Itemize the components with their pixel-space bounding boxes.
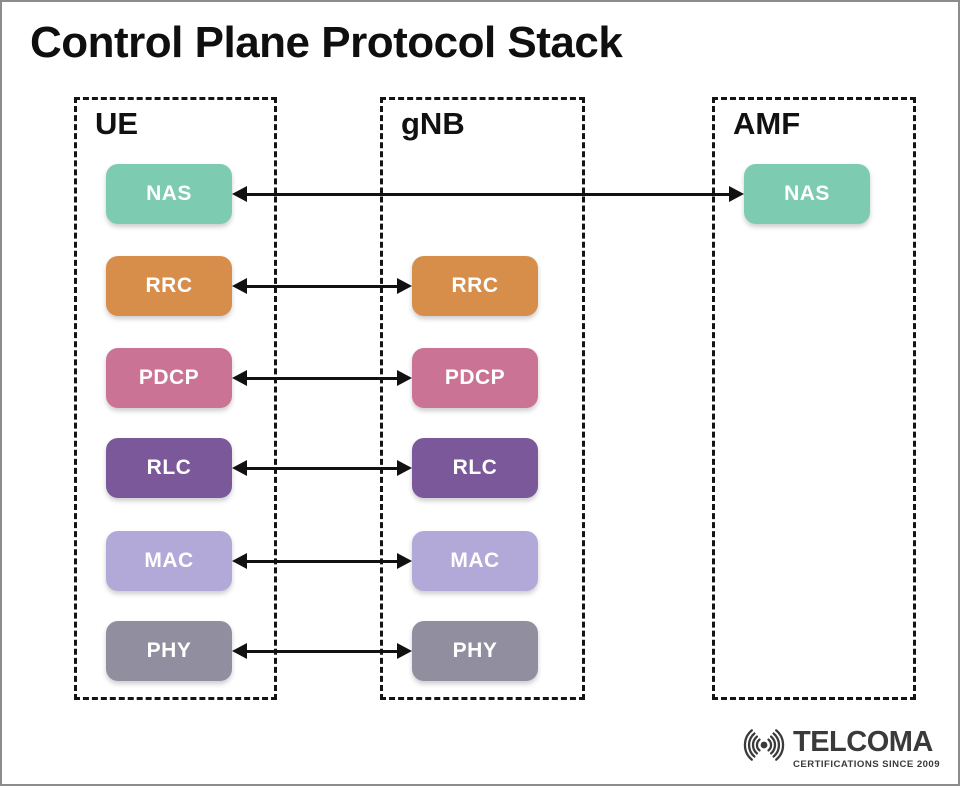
telcoma-logo: TELCOMA CERTIFICATIONS SINCE 2009: [740, 723, 940, 774]
arrow-shaft: [244, 192, 732, 196]
arrow-phy-ue-gnb: [232, 643, 412, 659]
arrow-rlc-ue-gnb: [232, 460, 412, 476]
arrow-shaft: [244, 466, 400, 470]
page-title: Control Plane Protocol Stack: [30, 18, 623, 67]
logo-brand: TELCOMA: [792, 725, 933, 758]
arrow-pdcp-ue-gnb: [232, 370, 412, 386]
arrow-rrc-ue-gnb: [232, 278, 412, 294]
column-amf: AMF: [712, 97, 916, 700]
column-ue: UE: [74, 97, 277, 700]
gnb-rrc-box: RRC: [412, 256, 538, 316]
ue-pdcp-box: PDCP: [106, 348, 232, 408]
arrow-shaft: [244, 649, 400, 653]
ue-nas-box: NAS: [106, 164, 232, 224]
ue-mac-box: MAC: [106, 531, 232, 591]
arrow-shaft: [244, 284, 400, 288]
column-ue-label: UE: [95, 106, 139, 141]
column-gnb-label: gNB: [401, 106, 465, 141]
logo-tagline: CERTIFICATIONS SINCE 2009: [792, 758, 940, 770]
gnb-pdcp-box: PDCP: [412, 348, 538, 408]
ue-rlc-box: RLC: [106, 438, 232, 498]
column-gnb: gNB: [380, 97, 585, 700]
amf-nas-box: NAS: [744, 164, 870, 224]
column-amf-label: AMF: [733, 106, 801, 141]
arrow-nas-ue-amf: [232, 186, 744, 202]
arrow-shaft: [244, 376, 400, 380]
gnb-rlc-box: RLC: [412, 438, 538, 498]
logo-text: TELCOMA CERTIFICATIONS SINCE 2009: [792, 725, 940, 770]
ue-rrc-box: RRC: [106, 256, 232, 316]
arrow-mac-ue-gnb: [232, 553, 412, 569]
radio-waves-icon: [740, 723, 788, 774]
ue-phy-box: PHY: [106, 621, 232, 681]
arrow-shaft: [244, 559, 400, 563]
gnb-mac-box: MAC: [412, 531, 538, 591]
gnb-phy-box: PHY: [412, 621, 538, 681]
